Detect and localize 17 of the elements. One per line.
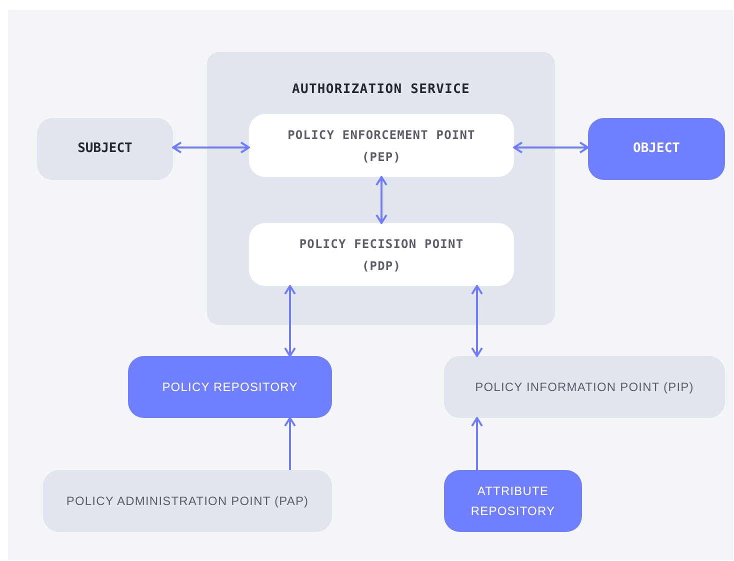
repository-box: ATTRIBUTE REPOSITORY — [444, 470, 582, 532]
repository-box: POLICY REPOSITORY — [128, 356, 332, 418]
process-box: POLICY INFORMATION POINT (PIP) — [444, 356, 725, 418]
arrow — [471, 417, 483, 470]
arrow — [513, 142, 589, 154]
actor-box: SUBJECT — [37, 118, 173, 180]
arrow — [376, 176, 388, 224]
arrow — [284, 285, 296, 357]
service-container — [207, 52, 555, 325]
arrow — [471, 285, 483, 357]
process-box: POLICY ENFORCEMENT POINT (PEP) — [249, 114, 514, 177]
process-box: POLICY FECISION POINT (PDP) — [249, 223, 514, 286]
process-box: POLICY ADMINISTRATION POINT (PAP) — [43, 470, 332, 532]
arrow — [284, 417, 296, 470]
actor-box: OBJECT — [588, 118, 725, 180]
arrow — [172, 142, 250, 154]
container-title: AUTHORIZATION SERVICE — [292, 81, 470, 99]
